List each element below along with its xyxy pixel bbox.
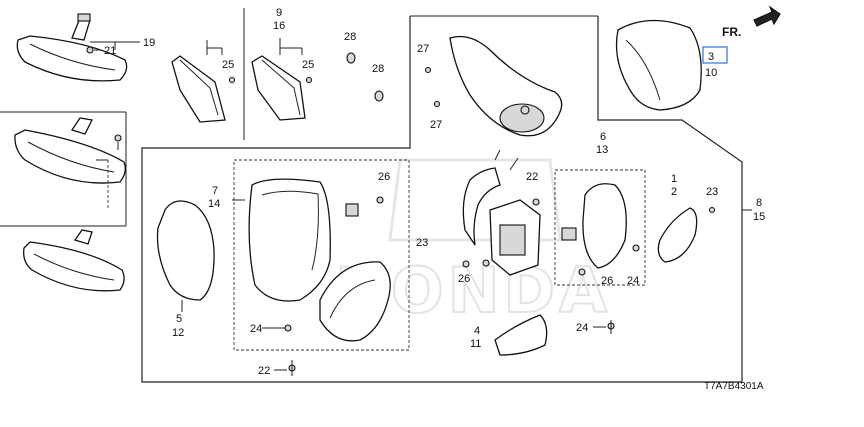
callout-4: 4 (474, 325, 480, 337)
callout-28b: 28 (372, 63, 384, 75)
callout-7: 7 (212, 185, 218, 197)
callout-10: 10 (705, 67, 717, 79)
screws (288, 320, 615, 376)
actuator-group-box (554, 169, 646, 286)
diagram-code: T7A7B4301A (704, 381, 764, 392)
mirror-base (424, 35, 563, 137)
callout-22b: 22 (258, 365, 270, 377)
callout-24b: 24 (250, 323, 262, 335)
callout-19: 19 (143, 37, 155, 49)
motor-assembly (462, 149, 541, 276)
callout-23b: 23 (706, 186, 718, 198)
callout-24c: 24 (576, 322, 588, 334)
rearview-mirror-middle (14, 117, 126, 210)
callout-24a: 24 (627, 275, 639, 287)
callout-14: 14 (208, 198, 220, 210)
callout-23a: 23 (416, 237, 428, 249)
skull-cap (615, 19, 702, 111)
rearview-mirror-bottom (23, 229, 125, 292)
left-panel-dividers (0, 8, 245, 227)
callout-2: 2 (671, 186, 677, 198)
callout-13: 13 (596, 144, 608, 156)
callout-22a: 22 (526, 171, 538, 183)
callout-12: 12 (172, 327, 184, 339)
actuator-unit (561, 183, 640, 276)
nut-28 (346, 52, 384, 102)
highlight-box (702, 46, 728, 64)
front-direction-arrow: FR. (722, 5, 781, 39)
callout-15: 15 (753, 211, 765, 223)
callout-6: 6 (600, 131, 606, 143)
rearview-mirror-top (16, 13, 140, 82)
callout-27a: 27 (417, 43, 429, 55)
callout-28a: 28 (344, 31, 356, 43)
mirror-housing (232, 178, 391, 342)
callout-8: 8 (756, 197, 762, 209)
callout-25b: 25 (302, 59, 314, 71)
callout-21: 21 (104, 45, 116, 57)
callout-26b: 26 (458, 273, 470, 285)
assembly-frame (141, 16, 743, 383)
callout-labels: 21 19 25 9 16 25 28 28 27 27 3 10 7 14 2… (104, 7, 765, 377)
callout-26c: 26 (601, 275, 613, 287)
callout-3: 3 (708, 51, 714, 63)
callout-11: 11 (470, 338, 481, 350)
callout-9: 9 (276, 7, 282, 19)
lower-cover (494, 314, 548, 356)
callout-27b: 27 (430, 119, 442, 131)
housing-group-box (233, 159, 410, 351)
leader-lines (181, 209, 752, 371)
callout-1: 1 (671, 173, 677, 185)
mirror-cover-pieces (171, 38, 313, 123)
callout-26a: 26 (378, 171, 390, 183)
turn-signal-light (657, 207, 698, 263)
mirror-glass (156, 200, 215, 301)
direction-label: FR. (722, 25, 741, 39)
callout-5: 5 (176, 313, 182, 325)
callout-25a: 25 (222, 59, 234, 71)
callout-16: 16 (273, 20, 285, 32)
